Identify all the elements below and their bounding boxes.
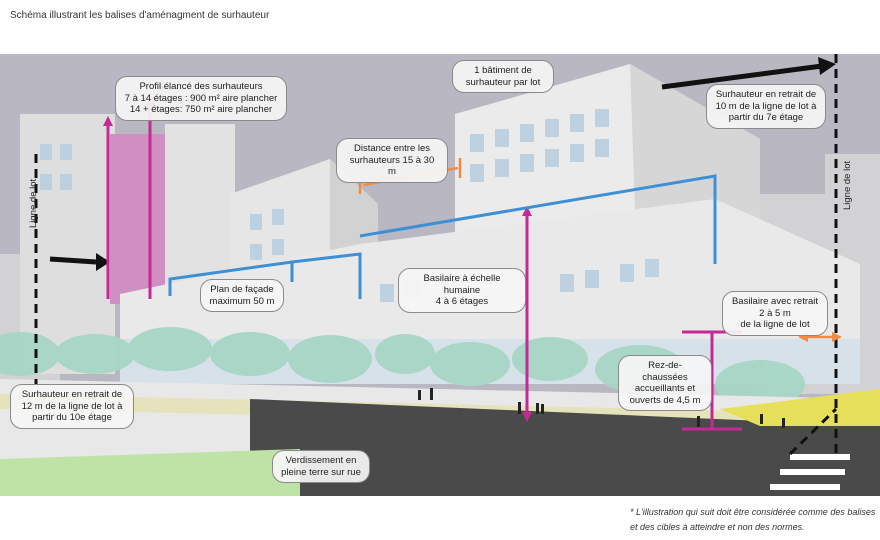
footnote: * L'illustration qui suit doit être cons…: [630, 507, 876, 532]
callout-basilaire-humaine: Basilaire à échelle humaine 4 à 6 étages: [398, 268, 526, 313]
callout-rez-chaussee: Rez-de-chaussées accueillants et ouverts…: [618, 355, 712, 411]
callout-verdissement: Verdissement en pleine terre sur rue: [272, 450, 370, 483]
callout-un-batiment: 1 bâtiment de surhauteur par lot: [452, 60, 554, 93]
callout-distance: Distance entre les surhauteurs 15 à 30 m: [336, 138, 448, 183]
callout-retrait-12: Surhauteur en retrait de 12 m de la lign…: [10, 384, 134, 429]
callout-profil-elance: Profil élancé des surhauteurs 7 à 14 éta…: [115, 76, 287, 121]
page-title: Schéma illustrant les balises d'aménagme…: [10, 10, 270, 21]
callout-plan-facade: Plan de façade maximum 50 m: [200, 279, 284, 312]
callout-basilaire-retrait: Basilaire avec retrait 2 à 5 m de la lig…: [722, 291, 828, 336]
lot-line-label-right: Ligne de lot: [842, 160, 853, 210]
callout-retrait-10: Surhauteur en retrait de 10 m de la lign…: [706, 84, 826, 129]
lot-line-label-left: Ligne de lot: [28, 178, 39, 228]
